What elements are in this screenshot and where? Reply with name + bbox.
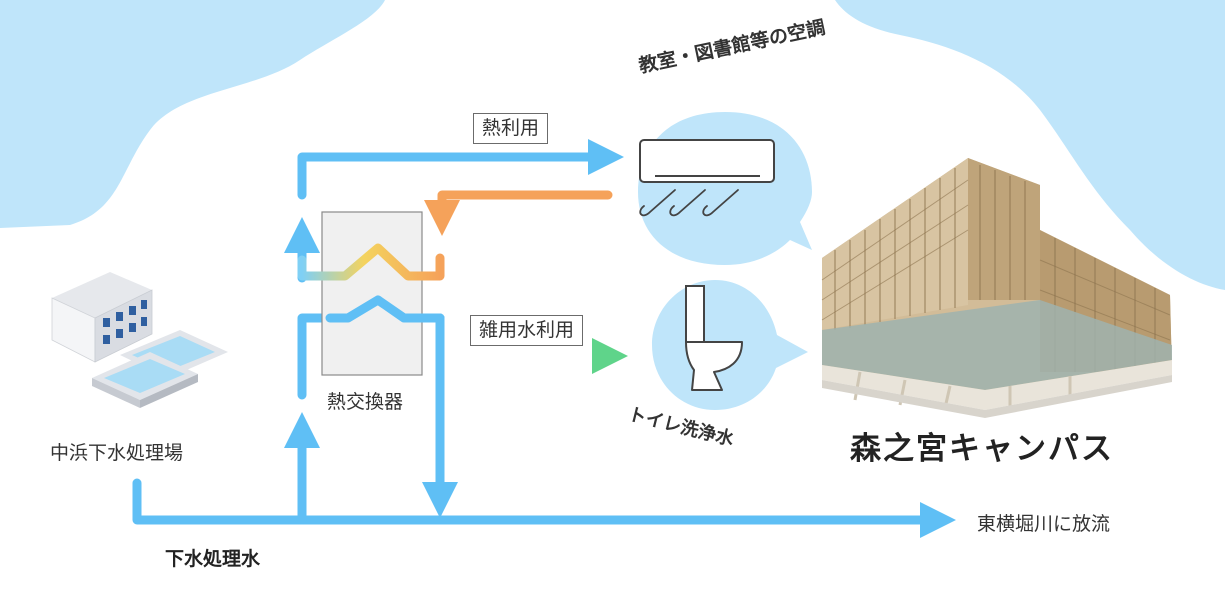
main-pipe [132, 478, 956, 538]
treatment-plant-icon [51, 272, 228, 408]
riser-upper [297, 313, 335, 400]
campus-label: 森之宮キャンパス [850, 431, 1114, 467]
sky-blob-right [835, 0, 1225, 290]
warm-zigzag [297, 243, 445, 281]
heat-use-label: 熱利用 [473, 113, 549, 144]
aircon-return-line [424, 190, 613, 236]
sky-blob-left [0, 0, 385, 228]
campus-building-illustration [821, 158, 1172, 418]
discharge-label: 東横堀川に放流 [977, 513, 1111, 535]
heat-use-line [297, 139, 624, 200]
heat-exchanger-box [321, 211, 423, 376]
heat-exchanger-label: 熱交換器 [327, 391, 404, 413]
air-conditioner-icon [639, 139, 775, 217]
aircon-bubble [638, 112, 812, 265]
cold-zigzag [325, 295, 445, 323]
gray-water-use-label: 雑用水利用 [470, 315, 584, 346]
plant-label: 中浜下水処理場 [50, 442, 184, 464]
toilet-icon [685, 285, 743, 391]
treated-water-label: 下水処理水 [165, 548, 261, 570]
